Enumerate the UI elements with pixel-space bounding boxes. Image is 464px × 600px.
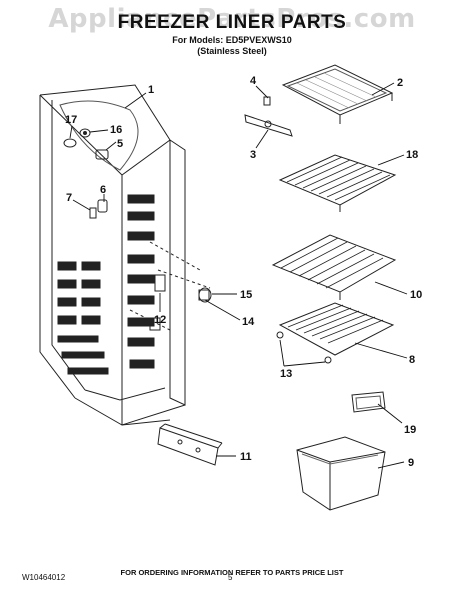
callout-15: 15	[240, 289, 252, 301]
callout-5: 5	[117, 138, 123, 150]
ordering-note: FOR ORDERING INFORMATION REFER TO PARTS …	[120, 568, 344, 577]
callout-19: 19	[404, 424, 416, 436]
callout-3: 3	[250, 149, 256, 161]
callout-9: 9	[408, 457, 414, 469]
callout-10: 10	[410, 289, 422, 301]
callout-14: 14	[242, 316, 255, 328]
callout-4: 4	[250, 75, 257, 87]
document-number: W10464012	[22, 573, 66, 582]
wire-shelf-18	[278, 154, 397, 212]
liner-small-parts	[63, 128, 166, 331]
freezer-bin-9	[296, 436, 386, 511]
shelf-support-14-15	[157, 269, 212, 303]
watermark: AppliancePartsPros.com	[48, 4, 416, 34]
shelf-bracket-3-4	[244, 96, 293, 137]
callout-18: 18	[406, 149, 418, 161]
page-number: 5	[228, 573, 233, 582]
callout-7: 7	[66, 192, 72, 204]
control-housing-11	[157, 423, 223, 466]
freezer-liner	[39, 84, 201, 426]
pan-cover-19	[351, 391, 386, 413]
callout-6: 6	[100, 184, 106, 196]
callout-1: 1	[148, 84, 154, 96]
callout-2: 2	[397, 77, 403, 89]
page-title: FREEZER LINER PARTS	[117, 12, 347, 33]
wire-shelf-8	[276, 302, 395, 364]
finish-line: (Stainless Steel)	[197, 46, 267, 56]
models-line: For Models: ED5PVEXWS10	[172, 35, 292, 45]
callout-8: 8	[409, 354, 415, 366]
callout-12: 12	[154, 314, 166, 326]
wire-shelf-10	[271, 234, 397, 300]
leader-lines	[69, 82, 408, 469]
callout-11: 11	[240, 451, 252, 463]
callout-16: 16	[110, 124, 122, 136]
callout-17: 17	[65, 114, 77, 126]
shelf-2	[281, 64, 394, 124]
callout-13: 13	[280, 368, 292, 380]
